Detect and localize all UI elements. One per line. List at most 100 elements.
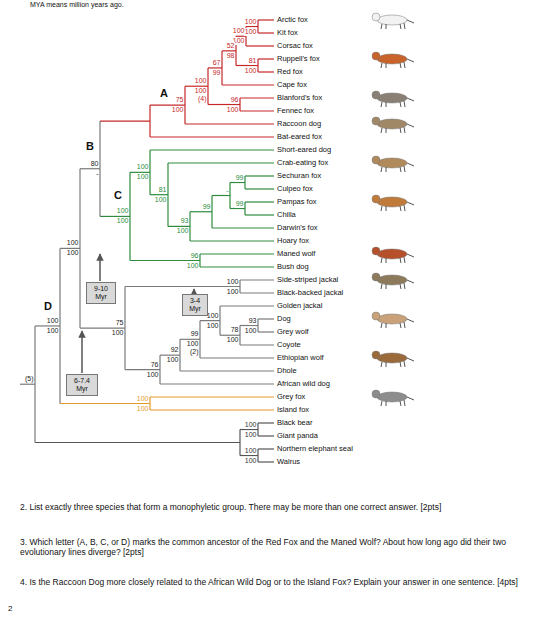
species-name: Red fox xyxy=(277,68,303,77)
branch-line xyxy=(240,110,274,111)
support-value: 100 xyxy=(176,227,189,235)
branch-line xyxy=(230,208,245,209)
branch-line xyxy=(240,292,274,293)
support-value: 96 xyxy=(230,96,239,104)
box-text: 6-7.4 Myr xyxy=(68,377,96,393)
time-box: 6-7.4 Myr xyxy=(66,374,98,396)
support-value: - xyxy=(226,187,229,195)
branch-line xyxy=(245,175,274,176)
time-box: 3-4 Myr xyxy=(182,294,208,316)
support-value: 100 xyxy=(194,77,207,85)
support-value: 100 xyxy=(66,249,79,257)
species-name: Kit fox xyxy=(277,29,298,38)
animal-icon xyxy=(372,91,414,107)
species-name: Sechuran fox xyxy=(277,172,321,181)
support-value: 98 xyxy=(226,52,235,60)
support-value: 100 xyxy=(116,207,129,215)
species-name: Chilla xyxy=(277,211,296,220)
species-name: Ethiopian wolf xyxy=(277,354,324,363)
branch-line xyxy=(20,384,35,385)
animal-icon xyxy=(372,351,414,367)
question-text: 4. Is the Raccoon Dog more closely relat… xyxy=(20,578,540,588)
branch-line xyxy=(245,214,274,215)
time-arrow xyxy=(99,254,101,281)
species-name: Coyote xyxy=(277,341,301,350)
branch-line xyxy=(258,435,274,436)
branch-line xyxy=(212,195,230,196)
support-value: (5) xyxy=(24,375,34,383)
support-value: 100 xyxy=(146,371,159,379)
animal-icon xyxy=(372,117,414,133)
species-name: Northern elephant seal xyxy=(277,445,353,454)
branch-line xyxy=(258,422,274,423)
support-value: 100 xyxy=(244,28,257,36)
species-name: Blanford's fox xyxy=(277,94,322,103)
species-name: Giant panda xyxy=(277,432,318,441)
species-name: Short-eared dog xyxy=(277,146,331,155)
header-note: MYA means million years ago. xyxy=(30,1,124,9)
animal-icon xyxy=(372,390,414,406)
branch-line xyxy=(100,120,150,121)
branch-line xyxy=(180,370,274,371)
species-name: Pampas fox xyxy=(277,198,317,207)
species-name: Darwin's fox xyxy=(277,224,318,233)
branch-line xyxy=(160,383,274,384)
branch-line xyxy=(258,448,274,449)
branch-line xyxy=(200,253,274,254)
support-value: 100 xyxy=(244,447,257,455)
branch-line xyxy=(220,305,274,306)
species-name: Grey fox xyxy=(277,393,305,402)
branch-line xyxy=(230,182,245,183)
species-name: Raccoon dog xyxy=(277,120,321,129)
branch-line xyxy=(240,279,274,280)
species-name: African wild dog xyxy=(277,380,330,389)
node-letter: B xyxy=(86,140,94,153)
support-value: 100 xyxy=(206,322,219,330)
support-value: - xyxy=(96,170,99,178)
animal-icon xyxy=(372,52,414,68)
support-value: 81 xyxy=(248,57,257,65)
time-arrow xyxy=(81,331,83,373)
support-value: 78 xyxy=(230,326,239,334)
branch-line xyxy=(125,286,240,287)
support-value: 100 xyxy=(66,239,79,247)
support-value: 81 xyxy=(158,186,167,194)
species-name: Black-backed jackal xyxy=(277,289,343,298)
branch-line xyxy=(150,136,274,137)
support-value: 100 xyxy=(226,288,239,296)
branch-line xyxy=(212,227,274,228)
branch-line xyxy=(258,461,274,462)
support-value: 93 xyxy=(180,217,189,225)
support-value: 99 xyxy=(235,200,244,208)
species-name: Ruppell's fox xyxy=(277,55,320,64)
support-value: 92 xyxy=(170,346,179,354)
branch-line xyxy=(185,123,274,124)
node-letter: A xyxy=(160,87,168,100)
animal-icon xyxy=(372,195,414,211)
support-value: 96 xyxy=(190,252,199,260)
species-name: Bush dog xyxy=(277,263,309,272)
support-value: 67 xyxy=(212,59,221,67)
support-value: 100 xyxy=(136,173,149,181)
branch-line xyxy=(240,97,274,98)
branch-line xyxy=(258,19,274,20)
branch-line xyxy=(240,344,274,345)
support-value: 100 xyxy=(186,340,199,348)
support-value: 100 xyxy=(226,278,239,286)
animal-icon xyxy=(372,156,414,172)
box-text: 9-10 Myr xyxy=(88,285,114,301)
branch-line xyxy=(150,149,274,150)
species-name: Fennec fox xyxy=(277,107,314,116)
question-text: 2. List exactly three species that form … xyxy=(20,503,540,513)
support-value: 100 xyxy=(154,196,167,204)
branch-line xyxy=(168,162,274,163)
support-value: 100 xyxy=(244,67,257,75)
support-value: 100 xyxy=(232,27,245,35)
species-name: Cape fox xyxy=(277,81,307,90)
support-value: 99 xyxy=(202,203,211,211)
support-value: 75 xyxy=(115,319,124,327)
species-name: Dog xyxy=(277,315,291,324)
species-name: Walrus xyxy=(277,458,300,467)
branch-line xyxy=(258,331,274,332)
page-number: 2 xyxy=(8,604,12,613)
